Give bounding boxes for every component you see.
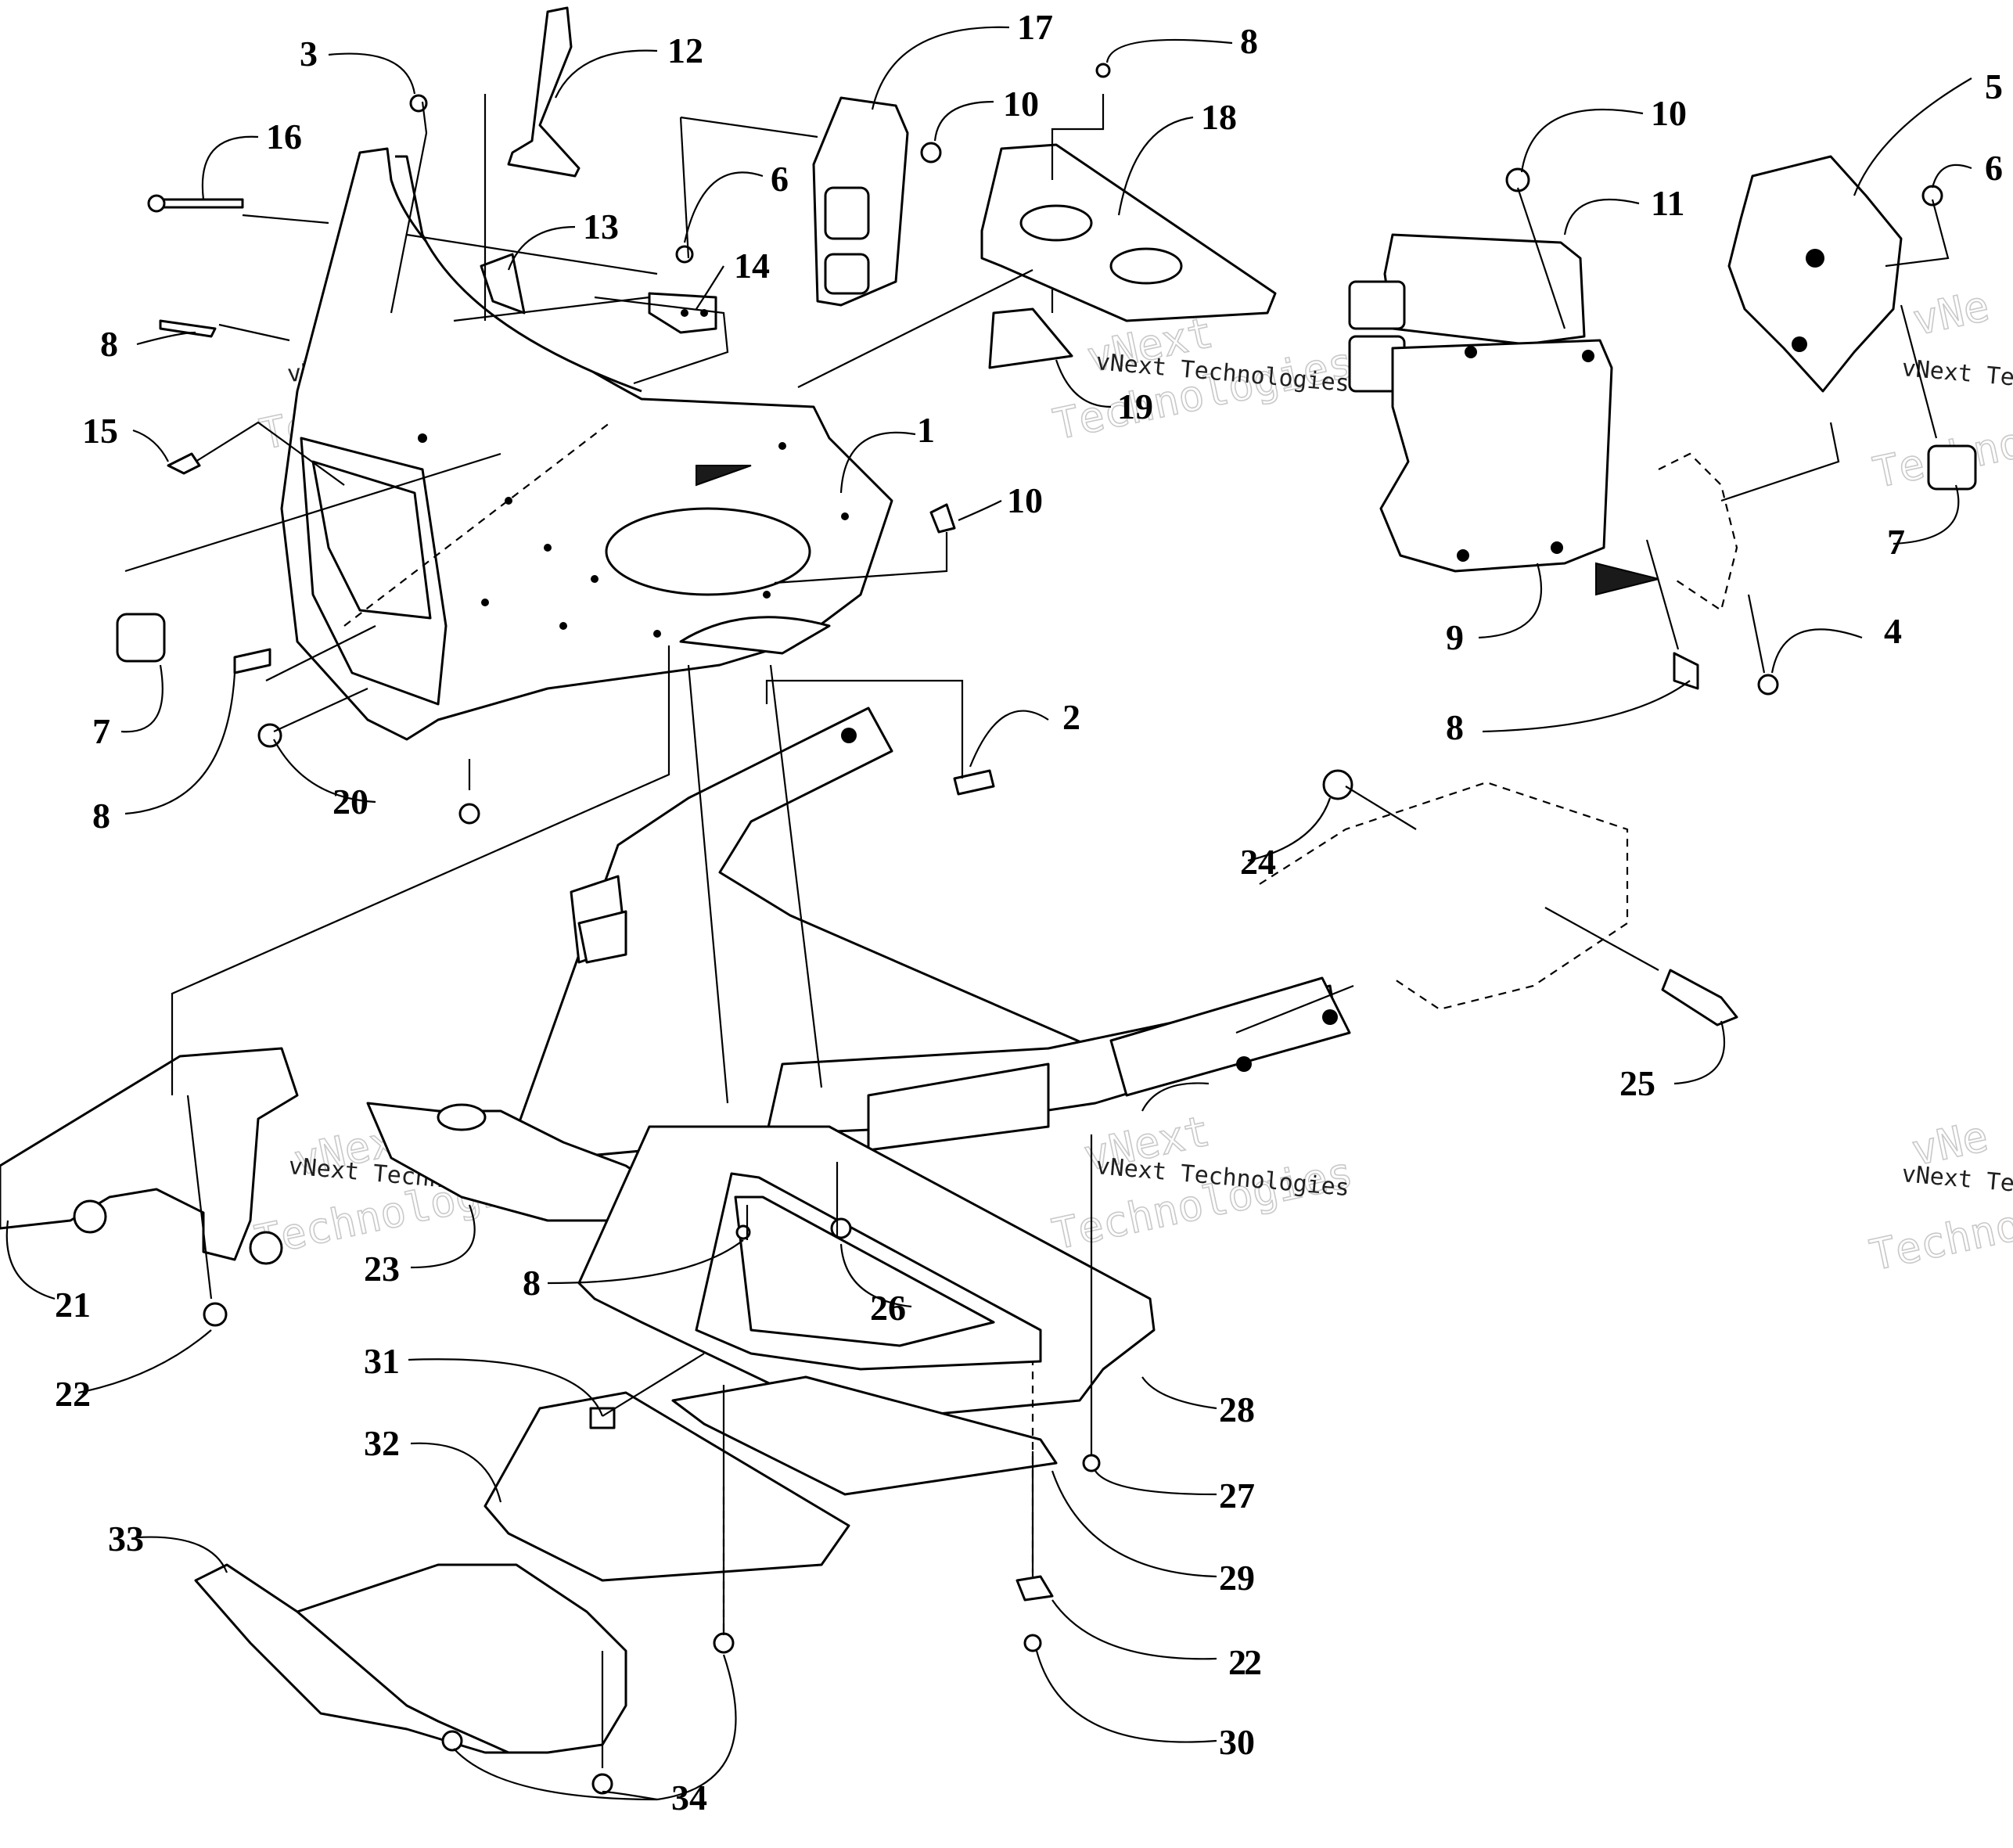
part-34-screw-c	[591, 1773, 613, 1795]
callout-8-top: 8	[1240, 21, 1258, 61]
part-30-screw	[1023, 1634, 1042, 1652]
part-2-clip-a	[953, 769, 995, 796]
callout-6-left: 6	[771, 159, 789, 199]
callout-33: 33	[108, 1519, 144, 1559]
callout-15: 15	[82, 411, 118, 451]
callout-leaders	[5, 26, 1972, 1801]
callout-9: 9	[1446, 617, 1464, 657]
part-11-module	[1383, 233, 1586, 346]
part-29-plate	[671, 1375, 1058, 1496]
part-10-nut-b	[929, 503, 956, 534]
callout-25: 25	[1619, 1063, 1655, 1103]
part-34-screw-a	[713, 1632, 735, 1654]
callout-19: 19	[1117, 386, 1153, 426]
watermark-big-3a: vNe	[1908, 281, 1993, 345]
callout-22: 22	[55, 1374, 91, 1414]
callout-5: 5	[1985, 67, 2003, 106]
callout-3: 3	[300, 34, 318, 74]
callout-31: 31	[364, 1341, 400, 1381]
part-12-dash-panel	[507, 6, 581, 178]
part-34-screw-b	[441, 1730, 463, 1752]
part-8-rivet-c	[1673, 652, 1699, 690]
callout-34: 34	[671, 1778, 707, 1817]
callout-26: 26	[870, 1288, 906, 1328]
part-9-cover	[1379, 339, 1613, 573]
callout-10-mid: 10	[1007, 480, 1043, 520]
callout-10-right: 10	[1651, 93, 1687, 133]
watermark-small-3: vNext Tec	[1900, 354, 2013, 393]
callout-13: 13	[583, 207, 619, 246]
part-10-nut-a	[920, 142, 942, 164]
callout-32: 32	[364, 1423, 400, 1463]
callout-8-right: 8	[1446, 707, 1464, 747]
watermark-big-6b: Techno	[1866, 1200, 2013, 1280]
callout-14: 14	[734, 246, 770, 286]
callout-2-bottom: 2	[1228, 1642, 1246, 1682]
part-16-bolt	[155, 198, 244, 209]
callout-2-lower: 2	[1244, 1642, 1262, 1682]
part-15-rivet	[167, 452, 201, 475]
part-8-rivet-d	[233, 648, 271, 674]
callout-18: 18	[1201, 97, 1237, 137]
part-8-rivet-b	[1095, 63, 1111, 78]
callout-28: 28	[1219, 1390, 1255, 1429]
part-27-rivet	[1082, 1454, 1101, 1472]
callout-7-right: 7	[1887, 522, 1905, 562]
part-20-bolt-b	[458, 803, 480, 825]
callout-8-center: 8	[523, 1263, 541, 1303]
part-4-screw	[1757, 674, 1779, 696]
callout-8-lower-left: 8	[92, 796, 110, 836]
callout-labels: 1 2 2 3 4 5 6 6 7 7 8 8 8 8 8 9 10 10 10…	[55, 7, 2003, 1817]
callout-16: 16	[266, 117, 302, 156]
callout-23: 23	[364, 1249, 400, 1289]
part-33-guard	[194, 1563, 627, 1754]
callout-12: 12	[667, 31, 703, 70]
callout-8-left: 8	[100, 324, 118, 364]
part-6-screw	[675, 245, 694, 264]
part-19-wedge	[988, 307, 1073, 369]
callout-27: 27	[1219, 1476, 1255, 1515]
callout-24: 24	[1240, 842, 1276, 882]
callout-6-right: 6	[1985, 148, 2003, 188]
part-17-connector-a	[824, 186, 870, 240]
part-7-grommet-left	[116, 613, 166, 663]
part-2-clip-b	[1015, 1575, 1054, 1602]
part-24-nut	[1322, 769, 1353, 800]
fasteners	[147, 63, 1943, 1795]
part-26-screw	[830, 1217, 852, 1239]
chassis-frame	[515, 706, 1629, 1159]
callout-2-top: 2	[1062, 697, 1080, 737]
part-8-rivet-a	[159, 319, 217, 338]
connection-lines	[124, 94, 1950, 1768]
callout-29: 29	[1219, 1558, 1255, 1598]
callout-11: 11	[1651, 183, 1684, 223]
part-20-bolt-a	[257, 723, 282, 748]
callout-10-top: 10	[1003, 84, 1039, 124]
callout-4: 4	[1884, 611, 1902, 651]
part-17-connector-b	[824, 253, 870, 295]
part-7-grommet-right	[1927, 444, 1977, 491]
callout-1: 1	[917, 410, 935, 450]
callout-17: 17	[1017, 7, 1053, 47]
watermark-small-6: vNext Tec	[1900, 1160, 2013, 1199]
callout-21: 21	[55, 1285, 91, 1325]
part-22-push-pin	[203, 1302, 228, 1327]
part-10-nut-c	[1505, 167, 1530, 192]
part-5-bracket	[1727, 155, 1903, 393]
part-25-bolt	[1661, 969, 1738, 1026]
callout-20: 20	[333, 782, 368, 822]
callout-7-left: 7	[92, 711, 110, 751]
part-32-plate	[483, 1391, 850, 1582]
callout-30: 30	[1219, 1722, 1255, 1762]
part-18-mount-plate	[980, 143, 1277, 322]
